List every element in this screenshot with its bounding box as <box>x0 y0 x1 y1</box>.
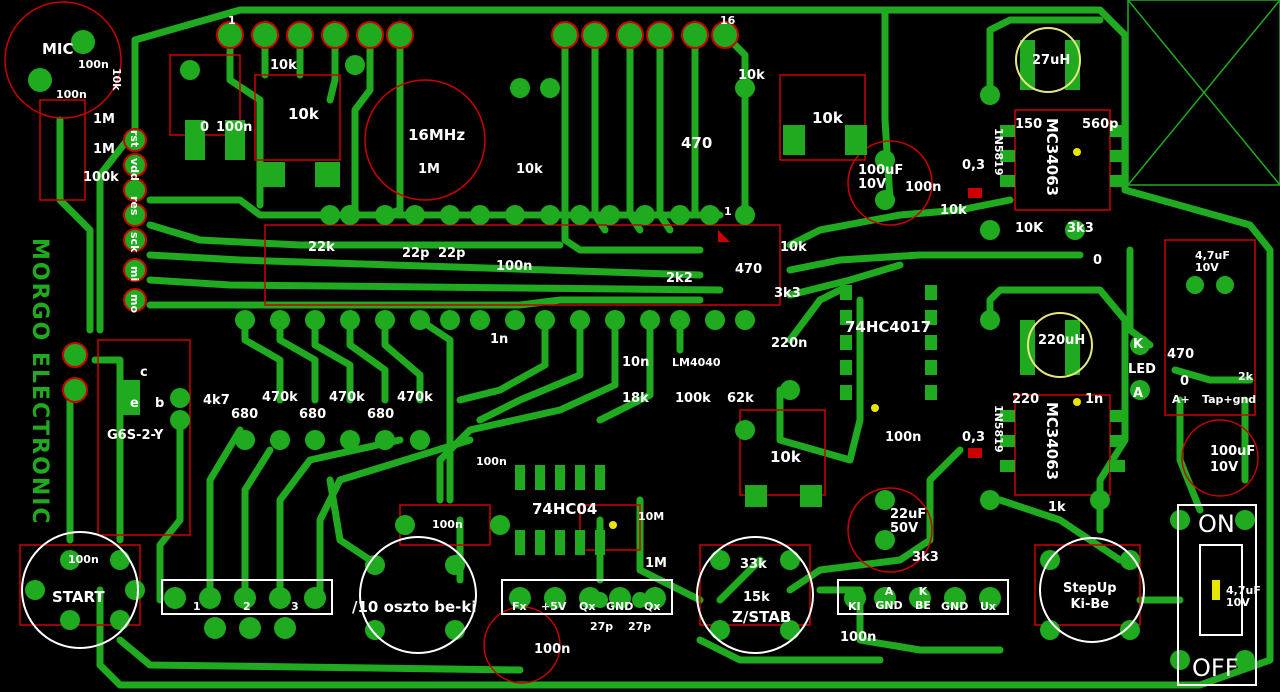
copper-traces <box>56 6 1274 689</box>
brand-text: MORGO ELECTRONIC <box>27 238 52 526</box>
corner-x-mark <box>1127 0 1280 186</box>
ic-pin1-markers <box>609 148 1220 600</box>
diode-markers <box>718 188 982 458</box>
silk-white <box>21 27 1257 686</box>
pads <box>62 21 739 403</box>
pads-plain <box>25 30 1255 670</box>
